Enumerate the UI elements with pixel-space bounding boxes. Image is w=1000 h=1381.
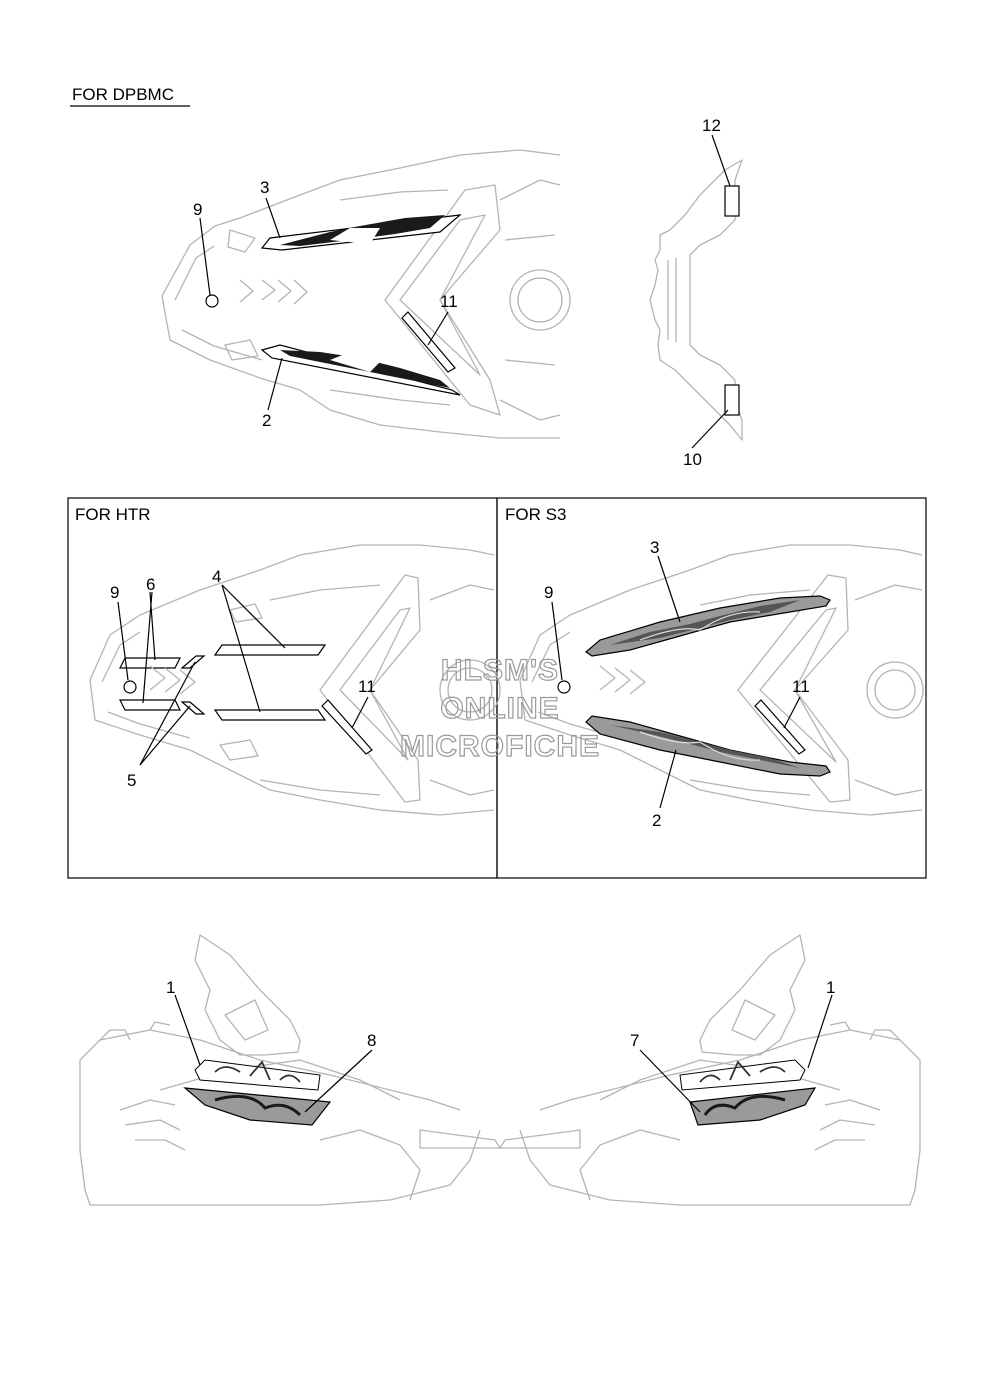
decal-5-chevron-a — [180, 655, 206, 669]
watermark-line-1: HLSM'S — [441, 654, 559, 687]
leader-5-htr-b — [139, 705, 191, 766]
leader-3-s3 — [657, 555, 681, 623]
callout-12-top: 12 — [702, 116, 721, 135]
emblem-9-htr — [123, 680, 137, 694]
leader-6-htr-b — [142, 591, 153, 704]
leader-10-top — [691, 409, 729, 449]
section-htr: FOR HTR — [75, 505, 501, 816]
side-view-right: 7 1 — [499, 934, 921, 1206]
decal-8-left-flame — [183, 1087, 332, 1126]
decal-11-htr — [321, 699, 373, 755]
callout-1-right: 1 — [826, 978, 835, 997]
decal-7-right-flame — [689, 1087, 817, 1126]
leader-2-s3 — [659, 749, 677, 809]
emblem-9-s3 — [557, 680, 571, 694]
decal-2-s3 — [585, 715, 831, 777]
leader-4-htr-a — [221, 584, 286, 649]
leader-5-htr-a — [139, 661, 196, 766]
callout-3-top: 3 — [260, 178, 269, 197]
decal-12-rect — [724, 185, 740, 217]
callout-8-left: 8 — [367, 1031, 376, 1050]
watermark-line-2: ONLINE — [440, 692, 559, 725]
callout-3-s3: 3 — [650, 538, 659, 557]
side-view-left: 1 8 — [79, 934, 501, 1206]
leader-1-right — [807, 994, 833, 1069]
callout-6-htr: 6 — [146, 575, 155, 594]
callout-11-top: 11 — [440, 292, 458, 311]
emblem-9-top — [205, 294, 219, 308]
leader-11-s3 — [783, 696, 801, 729]
decal-11-top — [401, 311, 456, 373]
decal-4-upper — [213, 644, 327, 656]
callout-9-s3: 9 — [544, 583, 553, 602]
section-label-dpbmc: FOR DPBMC — [72, 85, 174, 104]
decal-6-lower — [119, 699, 181, 711]
leader-4-htr-b — [221, 584, 261, 713]
section-label-s3: FOR S3 — [505, 505, 566, 524]
callout-11-htr: 11 — [358, 677, 376, 696]
leader-2-top — [267, 357, 283, 411]
leader-1-left — [174, 994, 201, 1066]
leader-3-top — [265, 197, 281, 239]
callout-11-s3: 11 — [792, 677, 810, 696]
leader-8-left — [304, 1049, 373, 1113]
leader-11-htr — [351, 696, 369, 729]
rear-cover-view — [649, 159, 743, 441]
leader-11-top — [427, 311, 449, 346]
hood-top-view — [161, 149, 571, 439]
callout-2-s3: 2 — [652, 811, 661, 830]
callout-1-left: 1 — [166, 978, 175, 997]
decal-11-s3 — [754, 699, 806, 755]
decal-3-s3 — [585, 595, 831, 657]
leader-9-top — [199, 217, 211, 296]
hood-top-view-htr — [89, 544, 501, 816]
decal-10-rect — [724, 384, 740, 416]
leader-7-right — [639, 1049, 701, 1113]
decal-2-top — [260, 344, 461, 396]
watermark-line-3: MICROFICHE — [400, 730, 600, 763]
section-label-htr: FOR HTR — [75, 505, 151, 524]
callout-2-top: 2 — [262, 411, 271, 430]
callout-7-right: 7 — [630, 1031, 639, 1050]
hood-top-view-s3 — [519, 544, 924, 816]
decal-5-chevron-b — [180, 701, 206, 715]
callout-10-top: 10 — [683, 450, 702, 469]
decal-4-lower — [213, 709, 327, 721]
leader-12-top — [711, 134, 731, 187]
callout-9-htr: 9 — [110, 583, 119, 602]
leader-9-htr — [117, 601, 129, 681]
decal-6-upper — [119, 657, 181, 669]
leader-9-s3 — [551, 601, 563, 681]
section-dpbmc: FOR DPBMC — [70, 85, 743, 469]
watermark: HLSM'S ONLINE MICROFICHE — [399, 653, 600, 763]
callout-4-htr: 4 — [212, 567, 221, 586]
decal-1-left-logo — [194, 1059, 321, 1091]
callout-5-htr: 5 — [127, 771, 136, 790]
frame-s3 — [496, 497, 927, 879]
section-s3: FOR S3 — [505, 505, 924, 830]
decal-1-right-logo — [679, 1059, 806, 1091]
callout-9-top: 9 — [193, 200, 202, 219]
decal-3-top — [260, 214, 462, 251]
